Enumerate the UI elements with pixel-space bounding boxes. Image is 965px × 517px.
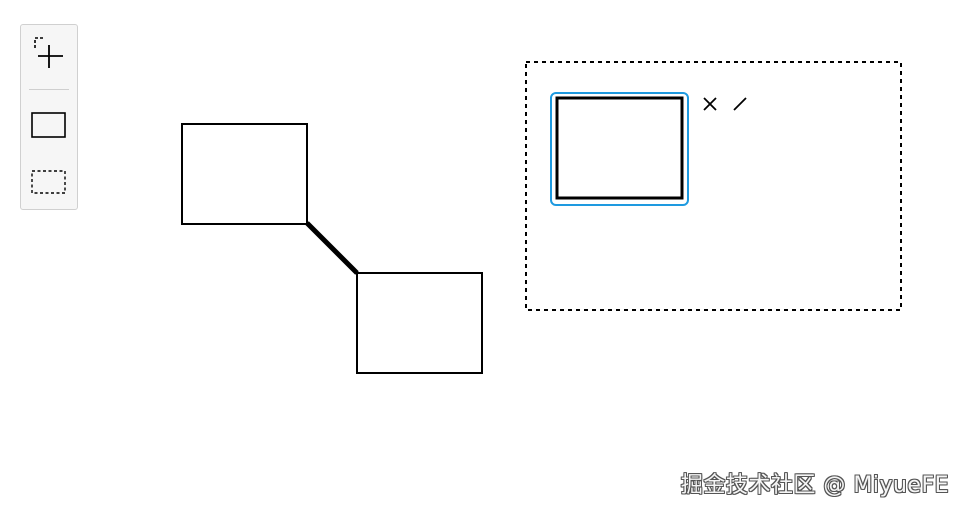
create-subprocess-icon bbox=[31, 170, 66, 194]
context-pad-delete[interactable] bbox=[699, 93, 721, 115]
connect-icon bbox=[733, 97, 747, 111]
task-shape-b[interactable] bbox=[356, 272, 483, 374]
task-shape-c-selected[interactable] bbox=[555, 96, 684, 200]
palette-separator bbox=[29, 89, 69, 90]
context-pad-connect[interactable] bbox=[729, 93, 751, 115]
task-shape-a[interactable] bbox=[181, 123, 308, 225]
watermark: 掘金技术社区 @ MiyueFE bbox=[680, 473, 949, 498]
sequence-flow-connection[interactable] bbox=[305, 221, 359, 275]
selection-outline bbox=[550, 92, 689, 206]
delete-icon bbox=[703, 97, 717, 111]
dashed-container-shape[interactable] bbox=[525, 61, 902, 311]
palette-create-participant[interactable] bbox=[21, 29, 77, 75]
create-task-icon bbox=[31, 112, 66, 138]
tool-palette bbox=[20, 24, 78, 210]
palette-create-task[interactable] bbox=[21, 102, 77, 148]
create-participant-icon bbox=[34, 37, 63, 68]
palette-create-subprocess[interactable] bbox=[21, 159, 77, 205]
